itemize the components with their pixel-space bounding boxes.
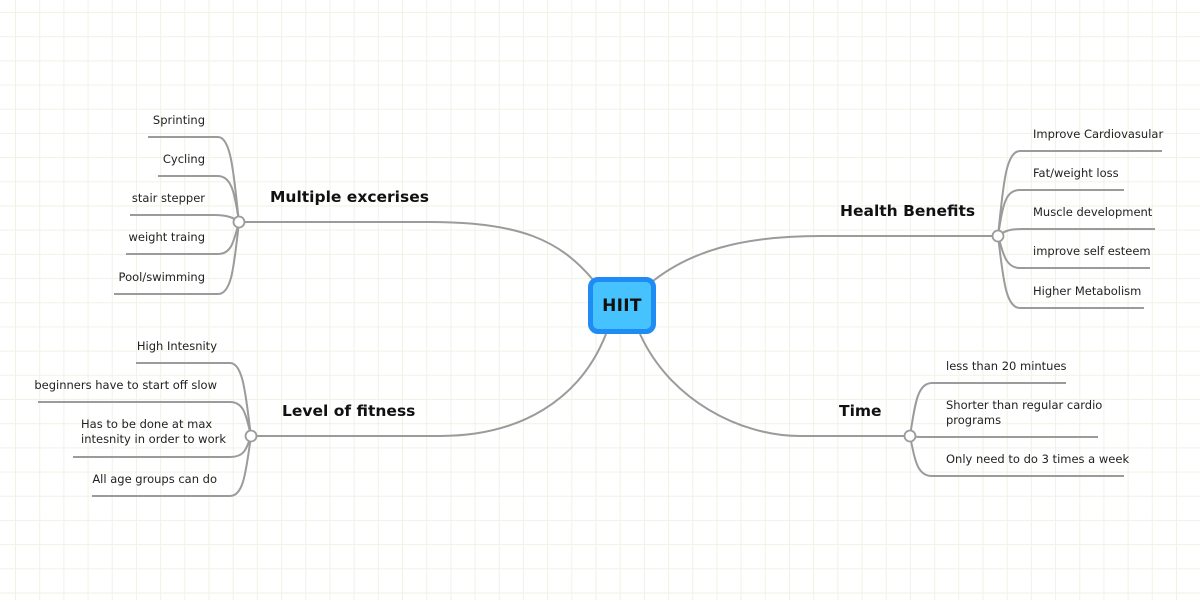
junction-health-benefits — [991, 229, 1005, 243]
leaf-cycling[interactable]: Cycling — [162, 152, 205, 166]
leaf-max-intensity[interactable]: Has to be done at max intesnity in order… — [81, 417, 227, 446]
leaf-weight-training[interactable]: weight traing — [128, 230, 206, 244]
root-label: HIIT — [602, 295, 642, 316]
junction-time — [903, 429, 917, 443]
leaf-high-intensity[interactable]: High Intesnity — [136, 339, 217, 353]
leaf-improve-self-esteem[interactable]: improve self esteem — [1033, 244, 1151, 258]
branch-time[interactable]: Time — [839, 402, 882, 420]
branch-multiple-excerises[interactable]: Multiple excerises — [270, 188, 429, 206]
leaf-improve-cardiovascular[interactable]: Improve Cardiovasular — [1033, 127, 1164, 141]
leaf-sprinting[interactable]: Sprinting — [152, 113, 205, 127]
leaf-all-age-groups[interactable]: All age groups can do — [92, 472, 217, 486]
leaf-beginners-start-slow[interactable]: beginners have to start off slow — [34, 378, 217, 392]
leaf-pool-swimming[interactable]: Pool/swimming — [118, 270, 205, 284]
root-node-hiit[interactable]: HIIT — [588, 277, 656, 334]
junction-level-of-fitness — [244, 429, 258, 443]
leaf-higher-metabolism[interactable]: Higher Metabolism — [1033, 284, 1142, 298]
leaf-stair-stepper[interactable]: stair stepper — [131, 191, 205, 205]
leaf-shorter-than-cardio[interactable]: Shorter than regular cardio programs — [946, 398, 1103, 427]
leaf-three-times-week[interactable]: Only need to do 3 times a week — [946, 452, 1130, 466]
leaf-muscle-development[interactable]: Muscle development — [1033, 205, 1153, 219]
branch-level-of-fitness[interactable]: Level of fitness — [282, 402, 416, 420]
leaf-less-than-20-minutes[interactable]: less than 20 mintues — [946, 359, 1067, 373]
branch-health-benefits[interactable]: Health Benefits — [840, 202, 976, 220]
leaf-fat-weight-loss[interactable]: Fat/weight loss — [1033, 166, 1119, 180]
junction-multiple-excerises — [232, 215, 246, 229]
